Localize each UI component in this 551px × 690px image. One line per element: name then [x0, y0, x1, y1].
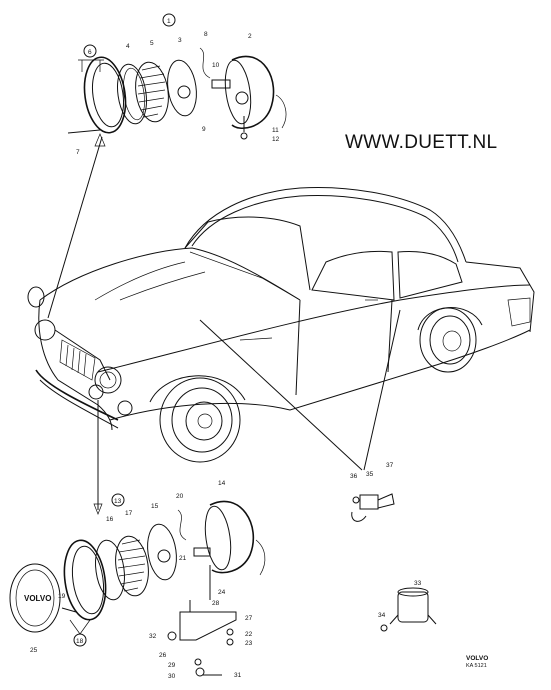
callout-14: 14 [218, 480, 226, 487]
badge-text: VOLVO [24, 594, 51, 603]
callout-36: 36 [350, 473, 358, 480]
callout-8: 8 [204, 31, 208, 38]
callout-28: 28 [212, 600, 220, 607]
callout-12: 12 [272, 136, 280, 143]
callout-16: 16 [106, 516, 114, 523]
callout-22: 22 [245, 631, 253, 638]
car-body [27, 187, 535, 463]
callout-2: 2 [248, 33, 252, 40]
rear-wheel [417, 307, 483, 373]
group-label: 18 [76, 638, 84, 645]
callout-24: 24 [218, 589, 226, 596]
callout-30: 30 [168, 673, 176, 680]
callout-29: 29 [168, 662, 176, 669]
group-label: 6 [88, 49, 92, 56]
front-wheel [149, 375, 246, 463]
callout-11: 11 [272, 127, 279, 134]
callout-31: 31 [234, 672, 242, 679]
callout-21: 21 [179, 555, 187, 562]
relay-parts [380, 587, 437, 632]
group-callouts: 1 13 6 18 [69, 13, 176, 647]
leader-lines [47, 133, 401, 515]
callout-5: 5 [150, 40, 154, 47]
callout-3: 3 [178, 37, 182, 44]
website-watermark: WWW.DUETT.NL [345, 132, 498, 153]
callout-9: 9 [202, 126, 206, 133]
part-callouts: 2 3 4 5 7 8 9 10 11 12 14 15 16 17 19 20… [30, 31, 422, 680]
callout-32: 32 [149, 633, 157, 640]
callout-26: 26 [159, 652, 167, 659]
badge-circle [9, 563, 61, 633]
top-headlamp-assembly [67, 47, 287, 140]
callout-34: 34 [378, 612, 386, 619]
bottom-foglamp-assembly: VOLVO [9, 500, 266, 677]
switch-parts [351, 493, 395, 522]
group-label: 13 [114, 498, 122, 505]
callout-10: 10 [212, 62, 220, 69]
brand-label: VOLVO [466, 655, 489, 662]
callout-19: 19 [58, 593, 66, 600]
callout-20: 20 [176, 493, 184, 500]
callout-15: 15 [151, 503, 159, 510]
callout-33: 33 [414, 580, 422, 587]
callout-17: 17 [125, 510, 133, 517]
callout-27: 27 [245, 615, 253, 622]
callout-25: 25 [30, 647, 38, 654]
group-label: 1 [167, 18, 171, 25]
callout-4: 4 [126, 43, 130, 50]
callout-23: 23 [245, 640, 253, 647]
figure-reference: KA 5121 [466, 663, 487, 669]
callout-37: 37 [386, 462, 394, 469]
callout-35: 35 [366, 471, 374, 478]
callout-7: 7 [76, 149, 80, 156]
